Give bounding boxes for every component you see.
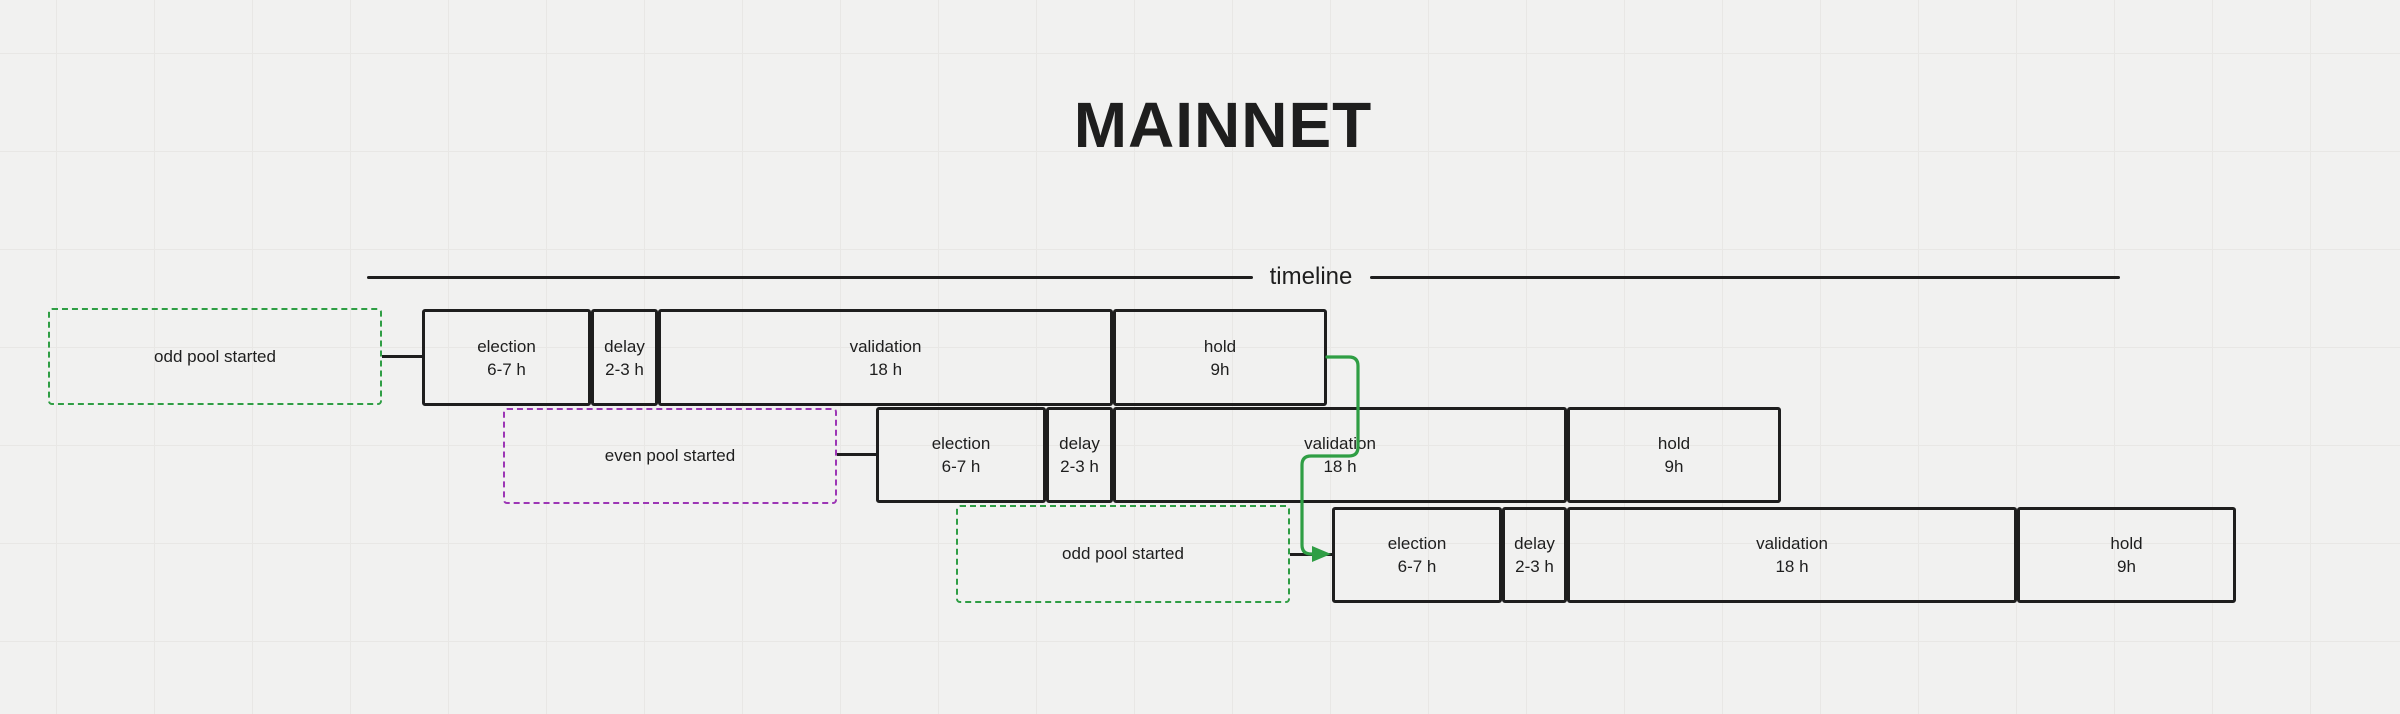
start-box-even-pool-row2[interactable]: even pool started	[503, 408, 837, 504]
phase-name: hold	[1657, 434, 1691, 453]
phase-duration: 9h	[1664, 457, 1684, 476]
phase-duration: 18 h	[868, 359, 903, 379]
phase-box-election-row2[interactable]: election 6-7 h	[876, 407, 1046, 503]
phase-box-hold-row1[interactable]: hold 9h	[1113, 309, 1327, 406]
phase-duration: 6-7 h	[941, 457, 981, 476]
phase-name: delay	[1059, 434, 1100, 453]
phase-box-delay-row1[interactable]: delay 2-3 h	[591, 309, 658, 406]
phase-duration: 9h	[2117, 557, 2136, 576]
phase-name: election	[931, 434, 991, 453]
start-box-label: odd pool started	[1062, 544, 1184, 563]
connector-row3	[1290, 553, 1332, 556]
phase-name: validation	[849, 336, 922, 356]
phase-name: validation	[1756, 534, 1828, 553]
phase-duration: 6-7 h	[487, 359, 526, 379]
phase-name: election	[1387, 534, 1447, 553]
phase-box-hold-row3[interactable]: hold 9h	[2017, 507, 2236, 603]
phase-box-delay-row3[interactable]: delay 2-3 h	[1502, 507, 1567, 603]
phase-name: validation	[1304, 434, 1376, 453]
phase-duration: 18 h	[1323, 457, 1357, 476]
phase-name: hold	[2110, 534, 2143, 553]
phase-box-validation-row1[interactable]: validation 18 h	[658, 309, 1113, 406]
connector-row1	[382, 355, 422, 358]
phase-name: election	[477, 336, 536, 356]
phase-duration: 2-3 h	[1060, 457, 1099, 476]
phase-box-hold-row2[interactable]: hold 9h	[1567, 407, 1781, 503]
start-box-label: even pool started	[604, 446, 736, 465]
phase-name: delay	[604, 336, 645, 356]
phase-name: delay	[1514, 534, 1555, 553]
start-box-label: odd pool started	[154, 346, 276, 366]
phase-duration: 18 h	[1775, 557, 1809, 576]
start-box-odd-pool-row3[interactable]: odd pool started	[956, 505, 1290, 603]
phase-duration: 9h	[1210, 359, 1230, 379]
connector-row2	[837, 453, 876, 456]
timeline-label: timeline	[1269, 263, 1353, 290]
phase-box-validation-row3[interactable]: validation 18 h	[1567, 507, 2017, 603]
timeline-line	[1370, 276, 2120, 279]
start-box-odd-pool-row1[interactable]: odd pool started	[48, 308, 382, 405]
phase-name: hold	[1203, 336, 1237, 356]
phase-box-election-row1[interactable]: election 6-7 h	[422, 309, 591, 406]
phase-duration: 2-3 h	[1515, 557, 1554, 576]
timeline-line	[367, 276, 1253, 279]
diagram-title: MAINNET	[1073, 89, 1373, 161]
phase-duration: 2-3 h	[605, 359, 644, 379]
phase-duration: 6-7 h	[1397, 557, 1437, 576]
phase-box-validation-row2[interactable]: validation 18 h	[1113, 407, 1567, 503]
phase-box-delay-row2[interactable]: delay 2-3 h	[1046, 407, 1113, 503]
phase-box-election-row3[interactable]: election 6-7 h	[1332, 507, 1502, 603]
